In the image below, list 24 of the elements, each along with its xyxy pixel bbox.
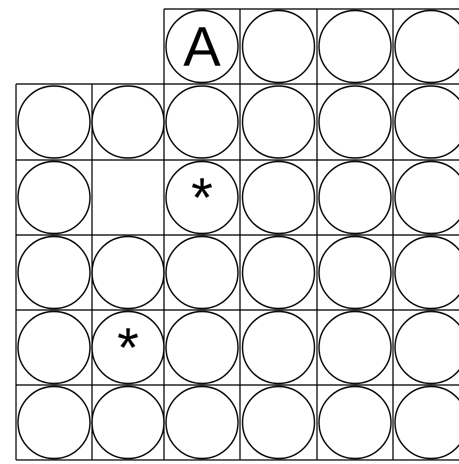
- circle: [165, 85, 239, 159]
- circle: [242, 85, 316, 159]
- circle: [17, 160, 91, 234]
- circle: [17, 310, 91, 384]
- circle: [318, 236, 392, 310]
- circle: [318, 386, 392, 460]
- circle: [242, 160, 316, 234]
- circle: [17, 236, 91, 310]
- circle: [91, 386, 165, 460]
- circle: [242, 310, 316, 384]
- circle: [242, 386, 316, 460]
- circle: [318, 85, 392, 159]
- circle: [165, 236, 239, 310]
- circle: [165, 310, 239, 384]
- circle: [17, 386, 91, 460]
- circle: [318, 160, 392, 234]
- circle: [242, 10, 316, 84]
- circle: [242, 236, 316, 310]
- circle: [91, 236, 165, 310]
- circle: [165, 386, 239, 460]
- circle: [91, 85, 165, 159]
- circle: [318, 310, 392, 384]
- circle: [17, 85, 91, 159]
- circle: [318, 10, 392, 84]
